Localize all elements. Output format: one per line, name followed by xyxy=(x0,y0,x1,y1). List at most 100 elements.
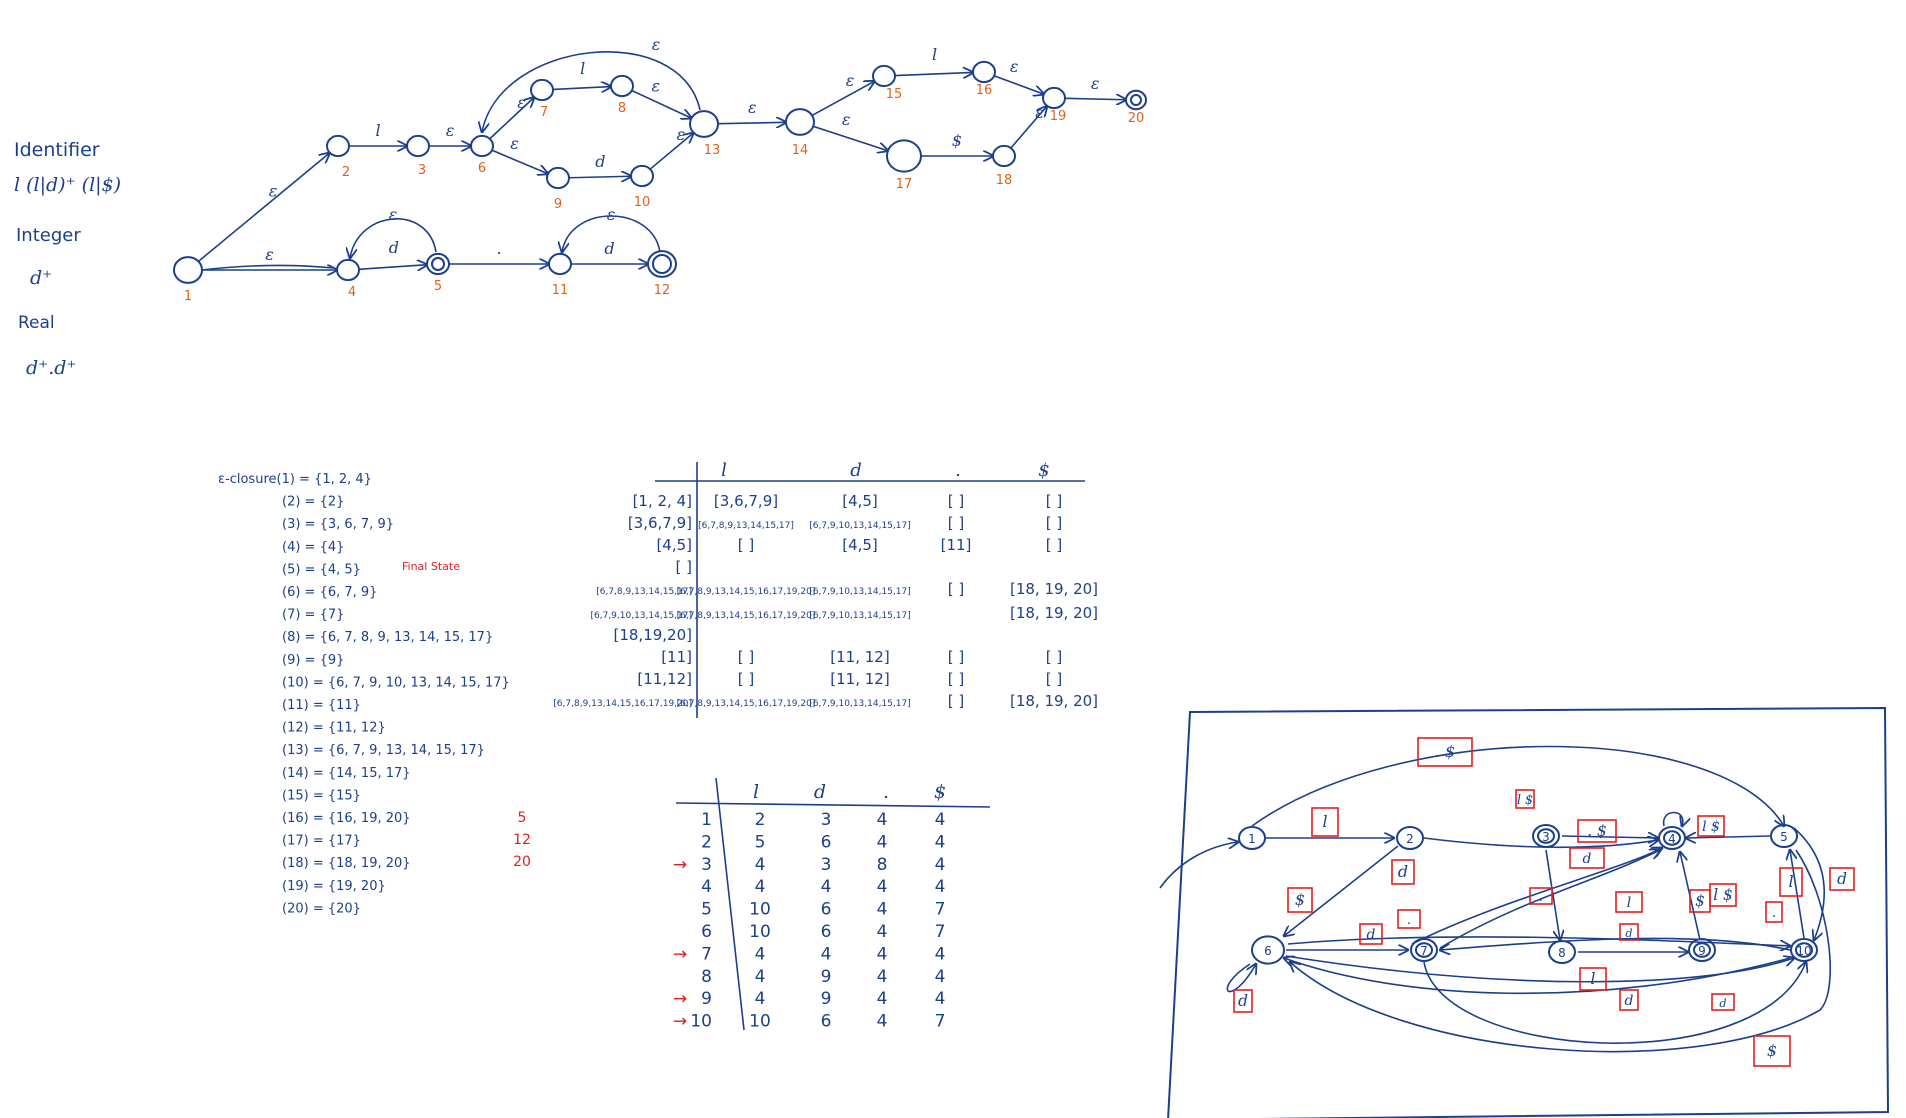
nfa-edge-label-7-8: l xyxy=(580,59,585,78)
dfa-graph-label-9: . xyxy=(1539,891,1543,904)
nfa-edge-label-17-18: $ xyxy=(952,131,962,150)
subset-cell-9-3: [18, 19, 20] xyxy=(1010,692,1098,710)
dfa-graph-label-box-8 xyxy=(1287,887,1313,913)
epsilon-closure-list: Final State ε-closure(1) = {1, 2, 4}(2) … xyxy=(218,472,510,916)
subset-cell-7-3: [ ] xyxy=(1046,648,1062,666)
dfa-cell-10-3: 7 xyxy=(935,1012,946,1032)
nfa-edge-label-6-9: ε xyxy=(510,134,519,153)
closure-row-18: (18) = {18, 19, 20} xyxy=(282,856,411,871)
nfa-state-9 xyxy=(546,166,570,190)
dfa-graph-label-box-14 xyxy=(1765,901,1783,923)
nfa-state-10 xyxy=(630,164,654,188)
regex-name-real: Real xyxy=(18,313,55,333)
nfa-edge-label-10-13: ε xyxy=(677,125,686,144)
dfa-graph-edge-7 xyxy=(1790,850,1805,939)
subset-cell-4-1: [6,7,9,10,13,14,15,17] xyxy=(809,587,911,597)
nfa-state-number-18: 18 xyxy=(996,173,1013,188)
dfa-graph-label-box-17 xyxy=(1619,923,1639,941)
dfa-graph-edge-2 xyxy=(1423,838,1658,849)
dfa-row-state-2: 2 xyxy=(701,832,712,852)
subset-cell-9-2: [ ] xyxy=(948,692,964,710)
closure-row-16: (16) = {16, 19, 20} xyxy=(282,811,411,826)
subset-cell-2-3: [ ] xyxy=(1046,536,1062,554)
nfa-final-ring-12 xyxy=(652,254,672,274)
dfa-graph-label-2: d xyxy=(1398,862,1408,881)
nfa-state-number-8: 8 xyxy=(618,101,626,116)
dfa-graph-label-box-10 xyxy=(1615,891,1643,913)
nfa-edge-1-2 xyxy=(198,153,330,262)
dfa-graph-label-box-16 xyxy=(1829,867,1855,891)
dfa-graph-state-7 xyxy=(1410,937,1438,963)
dfa-graph-state-8 xyxy=(1548,939,1576,965)
nfa-edge-5-4 xyxy=(350,218,437,258)
subset-row-state-1: [3,6,7,9] xyxy=(628,514,692,532)
nfa-edge-label-18-19: ε xyxy=(1035,103,1044,122)
subset-cell-5-3: [18, 19, 20] xyxy=(1010,604,1098,622)
nfa-edge-6-7 xyxy=(489,98,534,140)
nfa-edge-label-6-7: ε xyxy=(517,93,526,112)
dfa-graph-edge-14 xyxy=(1285,956,1794,983)
subset-header-3: $ xyxy=(1038,460,1049,481)
dfa-cell-1-3: 4 xyxy=(935,810,946,830)
subset-cell-4-0: [6,7,8,9,13,14,15,16,17,19,20] xyxy=(677,587,816,597)
nfa-edge-15-16 xyxy=(894,72,973,75)
dfa-graph-state-label-9: 9 xyxy=(1698,944,1706,958)
regex-expr-real: d⁺.d⁺ xyxy=(26,357,76,379)
nfa-state-20 xyxy=(1125,89,1147,111)
dfa-cell-7-3: 4 xyxy=(935,944,946,964)
dfa-graph-label-box-5 xyxy=(1569,847,1605,869)
dfa-graph-label-box-4 xyxy=(1577,819,1617,843)
dfa-graph-label-19: d xyxy=(1625,993,1634,1009)
dfa-cell-9-1: 9 xyxy=(821,989,832,1009)
dfa-cell-4-1: 4 xyxy=(821,877,832,897)
nfa-state-number-5: 5 xyxy=(434,279,442,294)
dfa-cell-1-0: 2 xyxy=(755,810,766,830)
dfa-graph-edge-4 xyxy=(1686,836,1771,838)
dfa-graph-label-box-9 xyxy=(1529,887,1553,905)
nfa-final-ring-5 xyxy=(431,257,445,271)
dfa-graph-edge-18 xyxy=(1423,962,1806,1044)
dfa-graph-state-label-2: 2 xyxy=(1406,832,1414,846)
dfa-graph-state-2 xyxy=(1396,825,1424,851)
nfa-state-5 xyxy=(426,252,450,276)
dfa-graph-edge-5 xyxy=(1545,849,1560,940)
subset-row-state-5: [6,7,9,10,13,14,15,17] xyxy=(591,611,693,621)
dfa-header-3: $ xyxy=(934,781,946,803)
dfa-graph-label-5: d xyxy=(1583,851,1592,867)
nfa-state-number-4: 4 xyxy=(348,285,356,300)
nfa-state-17 xyxy=(886,139,922,173)
dfa-graph-state-label-5: 5 xyxy=(1780,830,1788,844)
nfa-state-4 xyxy=(336,258,360,282)
subset-cell-2-0: [ ] xyxy=(738,536,754,554)
nfa-edge-label-11-12: d xyxy=(604,239,614,258)
closure-row-14: (14) = {14, 15, 17} xyxy=(282,766,411,781)
dfa-cell-4-3: 4 xyxy=(935,877,946,897)
nfa-edge-6-9 xyxy=(491,149,548,173)
nfa-edge-label-13-6: ε xyxy=(652,35,661,54)
nfa-state-number-3: 3 xyxy=(418,163,426,178)
dfa-cell-1-2: 4 xyxy=(877,810,888,830)
dfa-graph-label-10: l xyxy=(1627,895,1631,911)
closure-row-2: (2) = {2} xyxy=(282,495,344,510)
dfa-graph-label-box-15 xyxy=(1779,867,1803,897)
dfa-row-state-5: 5 xyxy=(701,900,712,920)
dfa-cell-8-2: 4 xyxy=(877,967,888,987)
nfa-edge-label-5-11: . xyxy=(496,239,501,258)
dfa-graph-label-18: l xyxy=(1591,970,1596,988)
closure-row-19: (19) = {19, 20} xyxy=(282,879,386,894)
dfa-cell-1-1: 3 xyxy=(821,810,832,830)
dfa-graph-state-4 xyxy=(1658,825,1686,851)
dfa-graph-label-8: $ xyxy=(1295,890,1305,909)
nfa-final-ring-20 xyxy=(1130,94,1142,106)
subset-cell-4-2: [ ] xyxy=(948,580,964,598)
dfa-row-state-1: 1 xyxy=(701,810,712,830)
nfa-edge-14-15 xyxy=(811,81,874,116)
dfa-graph-state-label-6: 6 xyxy=(1264,944,1272,958)
nfa-state-3 xyxy=(406,134,430,158)
nfa-state-13 xyxy=(689,110,719,138)
dfa-graph-final-ring-10 xyxy=(1795,942,1813,958)
nfa-state-14 xyxy=(785,108,815,136)
dfa-graph-label-7: d xyxy=(1367,927,1376,943)
